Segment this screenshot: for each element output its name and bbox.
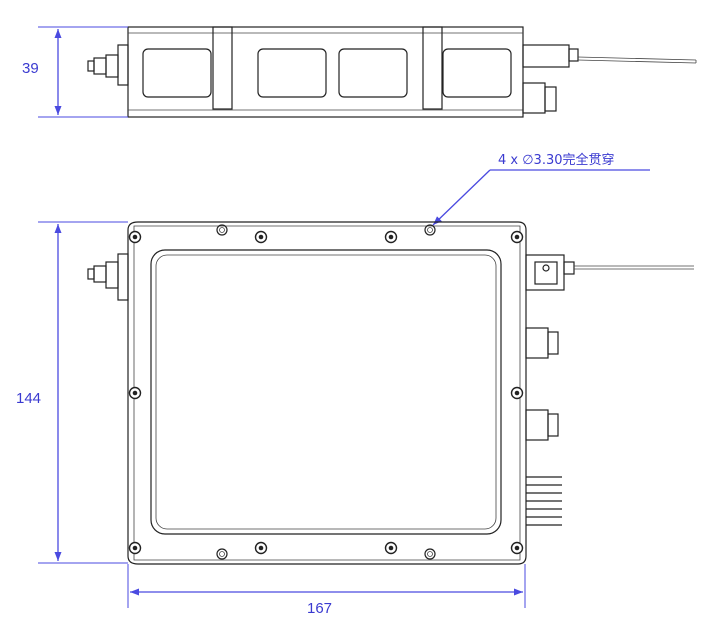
dimension-144: 144 — [16, 221, 128, 564]
screw-holes — [128, 230, 524, 555]
pin-header — [526, 476, 562, 526]
hole-callout-text: 4 x ∅3.30完全贯穿 — [498, 152, 615, 168]
dimension-label-167: 167 — [307, 600, 332, 617]
front-view — [87, 221, 694, 565]
dimension-167: 167 — [127, 564, 526, 617]
mounting-holes — [216, 224, 436, 560]
dimension-39: 39 — [22, 26, 128, 118]
side-view — [87, 26, 697, 118]
dimension-label-39: 39 — [22, 60, 39, 77]
dimension-label-144: 144 — [16, 390, 41, 407]
hole-callout: 4 x ∅3.30完全贯穿 — [432, 152, 650, 226]
